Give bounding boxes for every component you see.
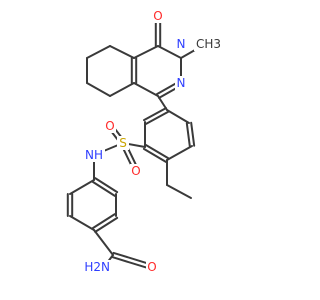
bond-line: [69, 215, 95, 231]
amide-nh2-text: H2N: [84, 260, 110, 274]
sulfonyl-oxygen-upper-label: O: [104, 119, 116, 133]
bond-line: [109, 82, 135, 97]
bond-line: [86, 45, 111, 59]
sulfonyl-oxygen-lower-label: O: [130, 164, 142, 178]
bond-line: [69, 179, 95, 195]
bond-line: [111, 256, 153, 271]
bond-line: [93, 229, 114, 256]
bond-line: [166, 145, 193, 161]
ring-nitrogen-label: N: [175, 76, 187, 90]
bond-line: [91, 213, 116, 230]
ring-nitrogen-text: N: [177, 76, 186, 90]
bond-line: [145, 144, 170, 160]
sulfur-label: S: [117, 136, 129, 150]
bond-line: [94, 177, 119, 194]
amide-nh2-label: H2N: [83, 260, 111, 274]
sulfonyl-oxygen-upper-text: O: [105, 119, 114, 133]
bond-lines: [66, 16, 203, 271]
sulfonamide-nh-text: NH: [85, 148, 103, 162]
bond-line: [166, 109, 190, 124]
bond-line: [133, 82, 159, 97]
sulfur-text: S: [119, 136, 127, 150]
bond-line: [166, 184, 192, 199]
bond-line: [86, 82, 111, 97]
bond-line: [157, 45, 182, 59]
bond-line: [133, 45, 159, 59]
sulfonyl-oxygen-lower-text: O: [131, 164, 140, 178]
bond-line: [109, 45, 135, 59]
ketone-oxygen-label: O: [152, 9, 164, 23]
ketone-oxygen-text: O: [153, 9, 162, 23]
atom-labels: O N CH3 N S O O: [83, 9, 221, 274]
bond-line: [185, 122, 191, 148]
n-methyl-nitrogen-text: N: [177, 37, 186, 51]
bond-line: [190, 121, 196, 147]
amide-oxygen-label: O: [146, 260, 158, 274]
bond-line: [142, 107, 167, 122]
molecule-structure-diagram: O N CH3 N S O O: [66, 9, 221, 274]
amide-oxygen-text: O: [147, 260, 156, 274]
methyl-label: CH3: [194, 37, 221, 51]
sulfonamide-nh-label: NH: [83, 148, 105, 162]
bond-line: [142, 147, 167, 163]
bond-line: [94, 216, 119, 233]
n-methyl-nitrogen-label: N: [175, 37, 187, 51]
methyl-text: CH3: [196, 37, 221, 51]
bond-line: [145, 110, 170, 125]
bond-line: [91, 180, 116, 197]
